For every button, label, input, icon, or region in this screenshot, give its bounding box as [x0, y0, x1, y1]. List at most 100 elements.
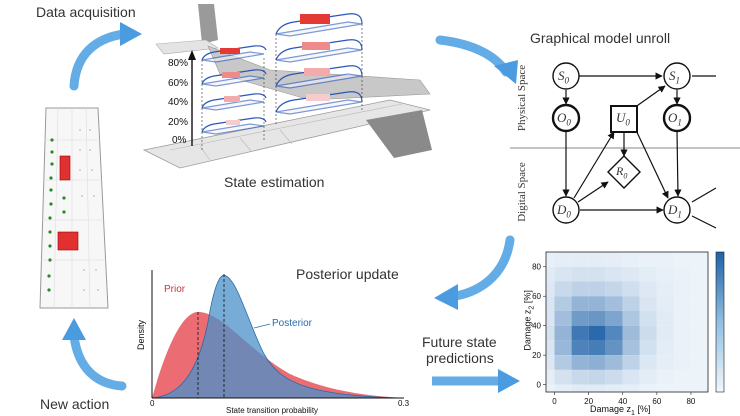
heatmap-cells — [546, 252, 708, 392]
heatmap-cell — [673, 340, 691, 356]
heatmap-cell — [673, 281, 691, 297]
heatmap-xtick-label: 80 — [686, 397, 695, 406]
heatmap-cell — [605, 252, 623, 267]
heatmap-cell — [622, 325, 640, 341]
heatmap-cell — [656, 252, 674, 267]
heatmap-ytick-label: 40 — [532, 322, 541, 331]
node-s1-shape — [663, 62, 691, 90]
node-u0-shape — [610, 105, 638, 133]
node-d1: D1 — [668, 202, 682, 220]
heatmap-cell — [656, 369, 674, 385]
heatmap-cell — [588, 281, 606, 297]
estimation-axis-head — [188, 50, 196, 60]
node-d0-shape — [552, 196, 580, 224]
heatmap-cell — [571, 369, 589, 385]
heatmap-cell — [571, 325, 589, 341]
edge-u0-d1 — [633, 125, 669, 199]
node-o1: O1 — [668, 110, 682, 128]
heatmap-cell — [639, 384, 657, 392]
heatmap-cell — [639, 325, 657, 341]
heatmap-cell — [639, 252, 657, 267]
label-graphical-model-unroll: Graphical model unroll — [530, 30, 671, 46]
node-s0: S0 — [558, 68, 569, 86]
arrow-to-posterior — [451, 235, 515, 301]
heatmap-cell — [605, 340, 623, 356]
node-u0: U0 — [616, 110, 630, 128]
heatmap-cell — [605, 369, 623, 385]
heatmap-cell — [673, 252, 691, 267]
damage-region-upper — [59, 155, 71, 181]
edge-d1-out — [691, 187, 717, 203]
heatmap-cell — [571, 281, 589, 297]
heatmap-cell — [673, 296, 691, 311]
edge-o1-d1 — [674, 131, 682, 197]
heatmap-cell — [554, 384, 572, 392]
digital-space-label: Digital Space — [516, 162, 528, 222]
graphical-model-edges — [510, 62, 740, 229]
heatmap-cell — [588, 252, 606, 267]
damage-cell-r2 — [302, 42, 330, 50]
heatmap-cell — [622, 384, 640, 392]
label-posterior-update: Posterior update — [296, 266, 399, 282]
heatmap-cell — [639, 266, 657, 282]
physical-space-label: Physical Space — [516, 64, 528, 132]
node-r0: R0 — [616, 164, 628, 181]
edge-d0-r0 — [577, 181, 609, 203]
heatmap-cell — [605, 296, 623, 311]
arrow-to-graph-head — [494, 60, 518, 84]
wing-3d-state-estimation — [142, 4, 432, 169]
node-s0-shape — [552, 62, 580, 90]
node-o1-shape — [662, 103, 692, 133]
heatmap-ytick-label: 80 — [532, 263, 541, 272]
projection-lines — [201, 24, 363, 150]
heatmap-cell — [639, 310, 657, 326]
prior-label: Prior — [164, 284, 186, 295]
wing-panel-schematic — [39, 107, 109, 309]
heatmap-cell — [571, 266, 589, 282]
heatmap-cell — [639, 355, 657, 370]
heatmap-cell — [554, 369, 572, 385]
posterior-density-chart — [151, 270, 405, 399]
wing-panel-outline — [39, 107, 109, 309]
heatmap-cell — [690, 369, 708, 385]
node-s1: S1 — [669, 68, 680, 86]
heatmap-cell — [639, 281, 657, 297]
node-o0: O0 — [557, 110, 571, 128]
edge-d1-out2 — [691, 215, 717, 229]
heatmap-cell — [690, 310, 708, 326]
heatmap-cell — [690, 266, 708, 282]
posterior-xtick-end: 0.3 — [398, 399, 410, 408]
heatmap-cell — [571, 252, 589, 267]
heatmap-cell — [554, 355, 572, 370]
heatmap-cell — [690, 340, 708, 356]
damage-cell-l3 — [224, 96, 240, 102]
heatmap-ytick-label: 60 — [532, 292, 541, 301]
heatmap-cell — [622, 296, 640, 311]
heatmap-cell — [639, 369, 657, 385]
arrow-new-action-head — [62, 318, 86, 340]
heatmap-cell — [605, 355, 623, 370]
wing-panel-grid — [41, 107, 106, 309]
heatmap-cell — [546, 369, 555, 385]
heatmap-cell — [588, 310, 606, 326]
heatmap-ytick-label: 0 — [537, 381, 542, 390]
heatmap-cell — [546, 281, 555, 297]
heatmap-cell — [605, 384, 623, 392]
heatmap-xtick-label: 20 — [584, 397, 593, 406]
heatmap-cell — [588, 325, 606, 341]
wing-surface — [142, 99, 431, 169]
sensor-dots — [47, 138, 66, 292]
heatmap-ytick-label: 20 — [532, 351, 541, 360]
damage-cell-r4 — [306, 94, 330, 101]
heatmap-cell — [546, 252, 555, 267]
wing-panel-lines — [169, 103, 403, 161]
heatmap-cell — [571, 310, 589, 326]
heatmap-cell — [639, 340, 657, 356]
heatmap-xtick-label: 40 — [618, 397, 627, 406]
node-d1-shape — [663, 196, 691, 224]
heatmap-cell — [588, 266, 606, 282]
heatmap-cell — [622, 369, 640, 385]
heatmap-cell — [546, 296, 555, 311]
heatmap-cell — [622, 252, 640, 267]
heatmap-cell — [554, 296, 572, 311]
